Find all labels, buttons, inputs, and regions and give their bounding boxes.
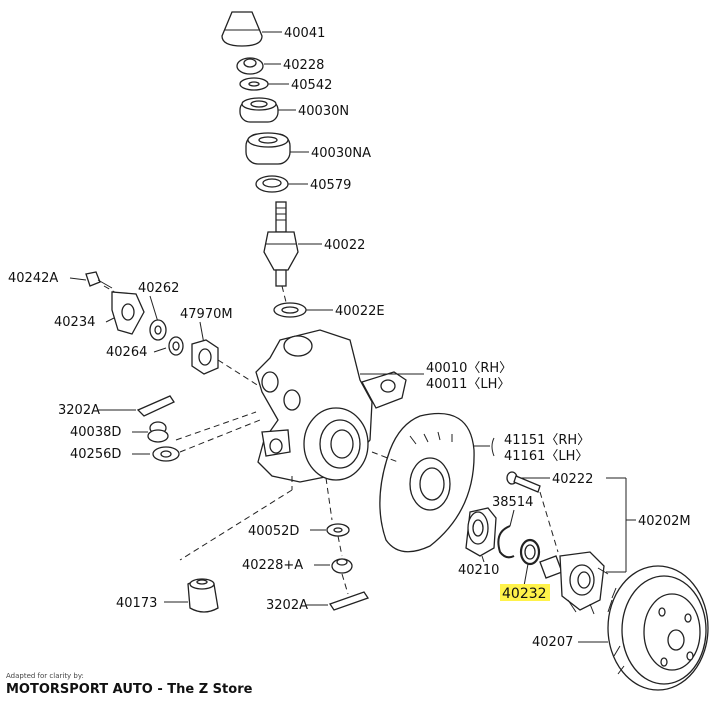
label-40228: 40228: [283, 58, 324, 73]
part-40022-shaft: [263, 201, 299, 287]
part-40242A-bolt: [85, 271, 113, 289]
part-40256D-washer: [152, 446, 180, 462]
part-40030N-bearing: [239, 97, 279, 123]
label-40222: 40222: [552, 472, 593, 487]
label-41151: 41151〈RH〉: [504, 433, 590, 448]
part-3202A-pin-top: [136, 395, 175, 417]
label-40264: 40264: [106, 345, 147, 360]
highlight-40232: [500, 584, 550, 601]
label-40010: 40010〈RH〉: [426, 361, 512, 376]
label-40030N: 40030N: [298, 104, 349, 119]
part-40041-boot: [221, 11, 263, 47]
part-40228-nut: [236, 57, 264, 75]
label-3202A-bottom: 3202A: [266, 598, 308, 613]
label-40202M: 40202M: [638, 514, 691, 529]
part-40210-bearing: [465, 507, 497, 557]
label-40041: 40041: [284, 26, 325, 41]
part-40173-ball-joint: [187, 578, 219, 613]
footer-credit: Adapted for clarity by:: [6, 672, 84, 680]
part-40207-rotor: [607, 565, 709, 691]
label-40022E: 40022E: [335, 304, 385, 319]
label-40038D: 40038D: [70, 425, 121, 440]
label-40242A: 40242A: [8, 271, 58, 286]
part-41151-dust-cover: [379, 412, 475, 553]
part-40222-bolt: [506, 471, 541, 493]
part-40264-washer: [168, 336, 184, 356]
label-40207: 40207: [532, 635, 573, 650]
part-40228A-nut: [331, 558, 353, 574]
label-40210: 40210: [458, 563, 499, 578]
label-40011: 40011〈LH〉: [426, 377, 510, 392]
label-40228A: 40228+A: [242, 558, 303, 573]
part-40038D-nut: [147, 421, 169, 443]
label-40542: 40542: [291, 78, 332, 93]
label-41161: 41161〈LH〉: [504, 449, 588, 464]
part-47970M-nut: [191, 339, 219, 375]
label-40256D: 40256D: [70, 447, 121, 462]
label-40579: 40579: [310, 178, 351, 193]
label-38514: 38514: [492, 495, 533, 510]
label-40030NA: 40030NA: [311, 146, 371, 161]
label-40022: 40022: [324, 238, 365, 253]
label-3202A-top: 3202A: [58, 403, 100, 418]
part-40579-seal: [255, 175, 289, 193]
label-40234: 40234: [54, 315, 95, 330]
part-40232-seal: [519, 538, 541, 566]
label-40262: 40262: [138, 281, 179, 296]
part-3202A-pin-bottom: [328, 591, 370, 611]
label-40173: 40173: [116, 596, 157, 611]
label-47970M: 47970M: [180, 307, 233, 322]
part-40262-bracket: [111, 291, 145, 335]
part-40030NA-bearing: [245, 132, 291, 165]
part-40022E-washer: [273, 302, 307, 318]
footer-brand: MOTORSPORT AUTO - The Z Store: [6, 682, 253, 697]
part-40542-washer: [239, 77, 269, 91]
label-40052D: 40052D: [248, 524, 299, 539]
part-40010-knuckle: [255, 329, 407, 483]
part-40202M-hub: [539, 551, 609, 615]
part-38514-snap-ring: [497, 525, 515, 559]
label-40232: 40232: [502, 586, 547, 602]
part-40052D-washer: [326, 523, 350, 537]
part-40262-bushing: [149, 319, 167, 341]
